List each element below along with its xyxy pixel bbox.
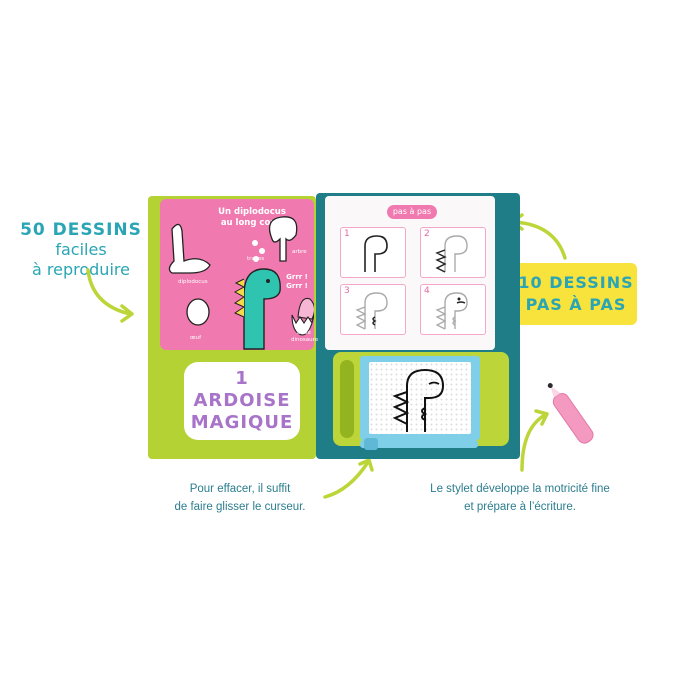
tree-icon — [268, 216, 298, 262]
step-box-3: 3 — [340, 284, 406, 335]
callout-50-line3: à reproduire — [32, 260, 130, 279]
page-left-title-line2: au long cou ! — [220, 218, 284, 228]
green-dinosaur-icon — [243, 268, 281, 350]
slate-pen-slot — [340, 360, 354, 438]
slate-label: 1 ARDOISE MAGIQUE — [184, 362, 300, 440]
callout-50-line2: faciles — [55, 240, 107, 259]
label-diplodocus: diplodocus — [178, 279, 208, 285]
slate-label-line2: MAGIQUE — [190, 412, 294, 433]
speech-grrr: Grrr ! Grrr ! — [286, 273, 308, 290]
page-right-title: pas à pas — [387, 205, 437, 219]
callout-50-line1: 50 DESSINS — [20, 220, 142, 240]
arrow-caption-right-head-icon — [534, 409, 549, 426]
step-number-2: 2 — [424, 229, 430, 239]
label-bebe: bébé — [297, 330, 311, 336]
label-oeuf: œuf — [190, 335, 202, 341]
egg-icon — [186, 298, 210, 326]
caption-stylet: Le stylet développe la motricité fine et… — [410, 480, 630, 516]
dinosaur-illustrations — [168, 216, 314, 350]
slate-eraser-slider[interactable] — [360, 440, 478, 448]
step-number-1: 1 — [344, 229, 350, 239]
step-box-4: 4 — [420, 284, 486, 335]
caption-effacer-line2: de faire glisser le curseur. — [174, 501, 306, 513]
caption-stylet-line1: Le stylet développe la motricité fine — [430, 483, 610, 495]
badge-line1: 10 DESSINS — [518, 273, 634, 292]
step-number-3: 3 — [344, 286, 350, 296]
arrow-caption-left-icon — [323, 460, 370, 499]
arrow-left-icon — [86, 268, 132, 316]
callout-50-dessins: 50 DESSINS faciles à reproduire — [16, 220, 146, 280]
dinosaur-spikes-icon — [233, 278, 246, 318]
baby-dinosaur-icon — [297, 297, 314, 320]
eggshell-icon — [291, 314, 314, 336]
slate-label-line1: 1 ARDOISE — [193, 368, 291, 411]
stylus-icon[interactable] — [535, 375, 605, 450]
step-2-drawing-icon — [435, 235, 468, 273]
badge-10-dessins: 10 DESSINS PAS À PAS — [515, 263, 637, 325]
step-box-1: 1 — [340, 227, 406, 278]
page-right-steps: 1 2 3 4 — [325, 196, 495, 350]
step-4-drawing-icon — [435, 292, 468, 330]
page-left-dinosaurs: Un diplodocus au long cou ! diplodocus t… — [160, 199, 318, 350]
label-traces: traces — [247, 256, 265, 262]
step-1-drawing-icon — [364, 235, 388, 272]
diplodocus-icon — [168, 223, 211, 274]
caption-effacer: Pour effacer, il suffit de faire glisser… — [150, 480, 330, 516]
page-left-title-line1: Un diplodocus — [218, 207, 286, 217]
page-left-title: Un diplodocus au long cou ! — [202, 207, 302, 229]
step-number-4: 4 — [424, 286, 430, 296]
arrow-caption-right-icon — [520, 413, 547, 472]
step-3-drawing-icon — [355, 292, 388, 330]
arrow-right-icon — [513, 220, 567, 260]
badge-line2: PAS À PAS — [525, 295, 627, 314]
caption-stylet-line2: et prépare à l’écriture. — [464, 501, 576, 513]
slate-slider-knob[interactable] — [364, 438, 378, 450]
arrow-left-head-icon — [120, 304, 134, 323]
slate-dinosaur-drawing-icon — [392, 368, 445, 432]
label-arbre: arbre — [292, 249, 307, 255]
caption-effacer-line1: Pour effacer, il suffit — [189, 483, 291, 495]
arrow-caption-left-head-icon — [358, 458, 374, 472]
dinosaur-eye-icon — [266, 279, 270, 283]
label-dinosaure: dinosaure — [291, 337, 319, 343]
magic-slate-screen[interactable] — [369, 362, 471, 434]
footprints-icon — [252, 240, 265, 262]
step-box-2: 2 — [420, 227, 486, 278]
